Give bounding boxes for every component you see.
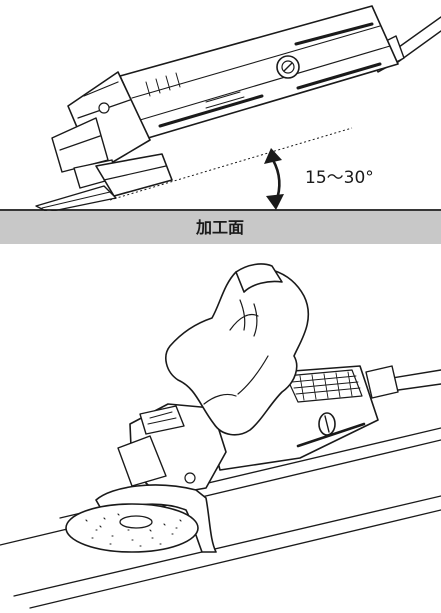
- tool-axis-dashed-line: [109, 127, 353, 201]
- top-grinding-disc: [35, 185, 117, 213]
- angle-label: 15～30°: [305, 168, 374, 188]
- bottom-illustration: [0, 263, 441, 609]
- top-grinder-body: [119, 5, 399, 139]
- glove: [165, 263, 310, 436]
- bottom-wheel-guard: [95, 484, 217, 553]
- bottom-grinding-disc: [65, 503, 199, 553]
- surface-label: 加工面: [195, 218, 244, 237]
- bottom-gear-head: [99, 403, 227, 511]
- bottom-power-cord: [365, 365, 441, 399]
- angle-arrow: [264, 148, 284, 210]
- surface-band: [0, 211, 441, 244]
- top-wheel-guard: [95, 153, 173, 197]
- top-illustration: 15～30° 加工面: [0, 5, 441, 244]
